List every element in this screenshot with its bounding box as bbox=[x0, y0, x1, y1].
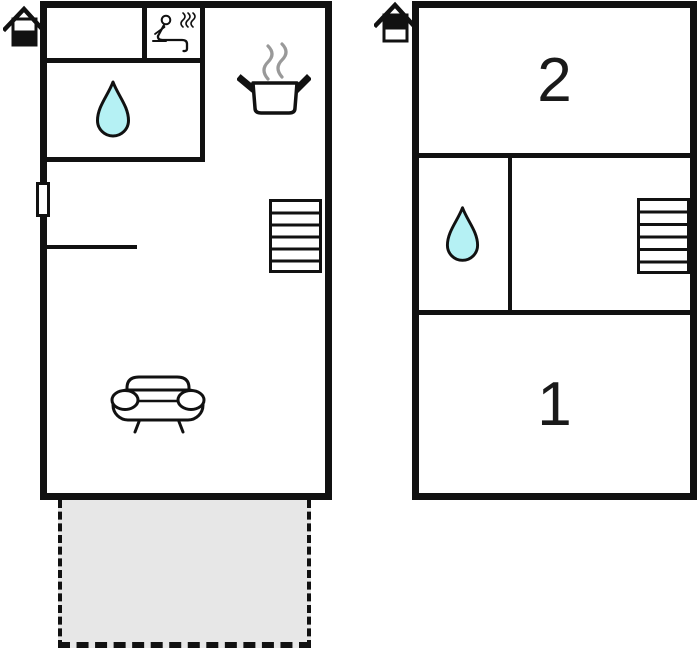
house-level-icon-ground-floor bbox=[1, 5, 47, 49]
interior-wall-room2-bottom bbox=[419, 153, 690, 158]
interior-wall-bathroom-right bbox=[200, 8, 205, 162]
interior-wall-bathroom-bottom bbox=[47, 157, 205, 162]
room-1-number: 1 bbox=[537, 369, 572, 439]
terrace-dashed-area bbox=[58, 500, 311, 648]
house-level-icon-upper-floor bbox=[372, 1, 418, 45]
interior-wall-bathroom-right-upper bbox=[508, 158, 512, 310]
room-label-1: 1 bbox=[419, 315, 690, 493]
interior-wall-hall-stub bbox=[47, 245, 137, 249]
interior-wall-sauna-left bbox=[142, 8, 147, 63]
water-drop-icon-upper bbox=[444, 205, 481, 266]
interior-wall-top-rooms-bottom bbox=[47, 58, 205, 63]
room-2-number: 2 bbox=[537, 46, 572, 115]
water-drop-icon bbox=[94, 79, 132, 142]
room-label-2: 2 bbox=[419, 8, 690, 153]
cooking-pot-steam-icon bbox=[236, 37, 312, 117]
window-left-wall bbox=[36, 182, 50, 217]
sauna-person-icon bbox=[150, 12, 196, 55]
sofa-icon bbox=[109, 373, 207, 435]
stairs-icon-ground-floor bbox=[269, 199, 322, 273]
interior-wall-mid-bottom bbox=[419, 310, 690, 315]
stairs-icon-upper-floor bbox=[637, 198, 690, 274]
